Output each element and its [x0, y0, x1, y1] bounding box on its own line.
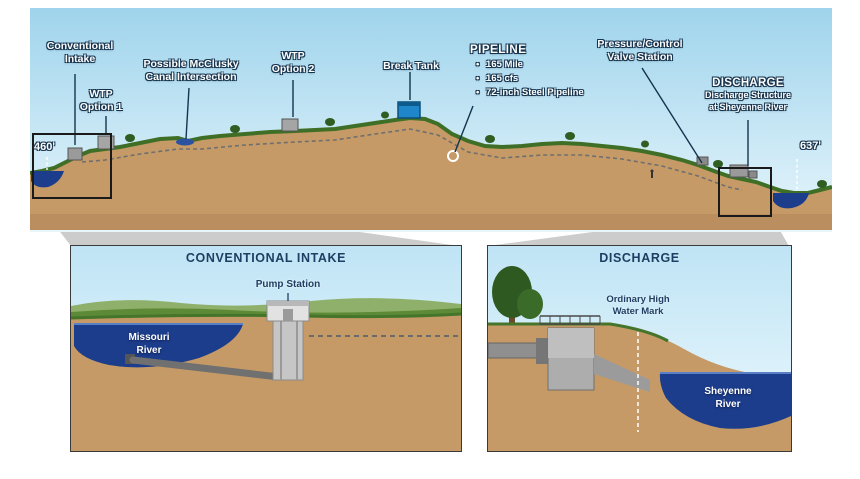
- bullet-icon: •: [476, 86, 480, 98]
- trees: [125, 111, 827, 188]
- callout-pipeline: PIPELINE • 165 Mile • 165 cfs • 72-inch Ste…: [470, 44, 605, 99]
- buried-pipeline-dashed-line: [81, 128, 743, 191]
- bullet-icon: •: [476, 59, 480, 70]
- callout-discharge: DISCHARGE Discharge Structure at Sheyenn…: [698, 76, 798, 113]
- pipeline-item-text: 165 Mile: [486, 59, 523, 70]
- pump-station-label: Pump Station: [255, 279, 321, 290]
- pipeline-item: • 165 cfs: [470, 72, 605, 86]
- river-label-line: Sheyenne: [704, 386, 752, 397]
- callout-line: Break Tank: [383, 60, 439, 72]
- bullet-icon: •: [476, 72, 480, 84]
- callout-conventional-intake: Conventional Intake: [34, 40, 126, 66]
- callout-line: Intake: [64, 53, 96, 66]
- cross-section: Conventional Intake WTP Option 1 Possibl…: [30, 8, 832, 232]
- valve-station-structure: [696, 156, 709, 166]
- callout-line: Conventional: [46, 40, 114, 52]
- wtp-option-2-structure: [281, 118, 299, 132]
- missouri-river-pond: [31, 171, 64, 188]
- sheyenne-river-label: Sheyenne River: [688, 386, 768, 411]
- callout-line: Pressure/Control: [597, 38, 683, 50]
- pipeline-marker-circle: [447, 150, 459, 162]
- inset-discharge: DISCHARGE Ordinary High Water Mark Sheye…: [487, 245, 792, 452]
- callout-line: at Sheyenne River: [708, 101, 788, 112]
- callout-pressure-valve: Pressure/Control Valve Station: [580, 38, 700, 64]
- callout-line: Option 1: [79, 101, 123, 114]
- water-mark-line: Water Mark: [612, 306, 664, 318]
- intake-inset-art: [71, 246, 461, 451]
- sheyenne-river-water: [773, 193, 809, 209]
- inset-grass-line: [488, 322, 669, 343]
- sheyenne-river-water: [659, 373, 791, 429]
- callout-break-tank: Break Tank: [374, 60, 448, 73]
- discharge-zoom-frame: [718, 167, 772, 217]
- river-label-line: River: [136, 344, 162, 356]
- intake-inset-title: CONVENTIONAL INTAKE: [185, 251, 347, 265]
- elevation-460-label: 460': [34, 141, 55, 153]
- river-label-line: River: [715, 398, 741, 410]
- person-figure: [650, 169, 654, 178]
- tree: [492, 266, 543, 330]
- discharge-title: DISCHARGE: [712, 77, 784, 89]
- pipeline-item-text: 72-inch Steel Pipeline: [486, 86, 584, 98]
- ordinary-high-water-mark-label: Ordinary High Water Mark: [588, 294, 688, 319]
- river-label-line: Missouri: [128, 332, 170, 343]
- mcclusky-canal-water: [176, 138, 194, 146]
- pump-station-structure: [266, 300, 310, 381]
- callout-line: Valve Station: [607, 51, 673, 64]
- callout-wtp-option-1: WTP Option 1: [66, 88, 136, 114]
- water-mark-line: Ordinary High: [606, 294, 670, 305]
- pipeline-item-text: 165 cfs: [486, 72, 519, 84]
- intake-pipe: [129, 356, 283, 381]
- elevation-637-label: 637': [800, 140, 821, 152]
- callout-line: WTP: [281, 50, 305, 62]
- callout-line: Discharge Structure: [704, 90, 792, 101]
- inset-conventional-intake: CONVENTIONAL INTAKE Pump Station Missour…: [70, 245, 462, 452]
- terrain-subsoil: [30, 214, 832, 230]
- missouri-river-water: [74, 324, 243, 368]
- callout-line: Option 2: [271, 63, 315, 76]
- pipeline-title: PIPELINE: [470, 44, 527, 56]
- discharge-inset-title: DISCHARGE: [599, 251, 680, 265]
- missouri-river-label: Missouri River: [111, 332, 187, 357]
- callout-line: WTP: [89, 88, 113, 100]
- callout-wtp-option-2: WTP Option 2: [258, 50, 328, 76]
- discharge-structure-detail: [488, 315, 650, 392]
- pipeline-item: • 165 Mile: [470, 58, 605, 72]
- cross-section-art: [30, 8, 832, 232]
- intake-zoom-frame: [32, 133, 112, 199]
- pipeline-item: • 72-inch Steel Pipeline: [470, 86, 605, 100]
- callout-line: Possible McClusky: [143, 58, 239, 70]
- callout-mcclusky: Possible McClusky Canal Intersection: [132, 58, 250, 84]
- grass-line: [30, 115, 832, 195]
- callout-line: Canal Intersection: [145, 71, 237, 84]
- break-tank-structure: [397, 101, 421, 119]
- intake-structure: [67, 147, 83, 161]
- discharge-inset-art: [488, 246, 791, 451]
